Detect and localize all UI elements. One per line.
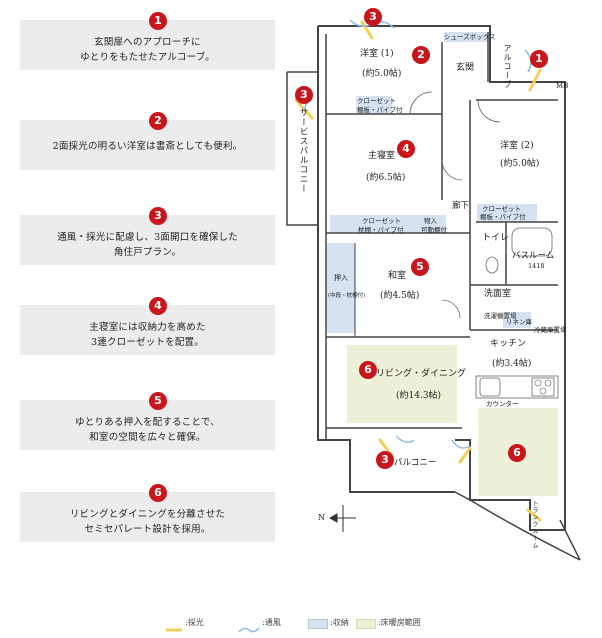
storage-area-closet1 [356,96,392,114]
shoebox-label: シューズボックス [444,33,496,41]
floor-heating-area-ld [347,345,457,423]
balcony-label: バルコニー [394,458,437,468]
toilet-label: トイレ [482,233,510,243]
legend-wind-label: :通風 [262,618,281,627]
kitchen-counter [475,375,559,399]
bath-label: バスルーム [512,251,555,261]
feature-number-badge: 6 [149,484,167,502]
storage-master-sub: 可動棚付 [421,226,447,234]
trunk-room-label: トランクルーム [531,500,538,549]
feature-number-badge: 5 [149,392,167,410]
room-kitchen-name: キッチン [490,339,527,349]
closet-w2-sub: 棚板・パイプ付 [480,213,526,221]
alcove-label: アルコーブ [503,44,512,89]
room-western2-name: 洋室 (2) [500,141,534,151]
feature-item-3: 3 通風・採光に配慮し、3面開口を確保した 角住戸プラン。 [20,207,275,265]
walls [286,25,566,531]
hallway-label: 廊下 [452,201,470,211]
marker-badge: 4 [397,140,415,158]
storage-area-oshiire [327,243,355,333]
oshiire-label: 押入 [334,274,348,282]
stove [531,377,555,397]
room-entrance: 玄関 [456,63,475,73]
feature-text: ゆとりある押入を配することで、 和室の空間を広々と確保。 [75,417,220,443]
marker-badge: 3 [295,86,313,104]
fridge-label: 冷蔵庫置場 [534,326,567,334]
room-japanese-name: 和室 [388,271,407,281]
feature-text: 通風・採光に配慮し、3面開口を確保した 角住戸プラン。 [57,232,238,258]
toilet-fixture [485,256,499,274]
bathtub [511,227,553,257]
marker-badge: 6 [359,361,377,379]
north-label: N [318,513,325,522]
storage-area-w2-closet [477,204,537,222]
marker-badge: 2 [412,46,430,64]
room-master-name: 主寝室 [368,151,396,161]
room-ld-name: リビング・ダイニング [376,369,467,379]
legend-floor-heating-swatch [356,619,376,629]
legend-floor-heating-label: :床暖房範囲 [378,618,421,627]
room-master-size: (約6.5帖) [366,173,406,183]
feature-text: リビングとダイニングを分離させた セミセパレート設計を採用。 [69,509,226,535]
legend-storage-label: :収納 [330,618,349,627]
marker-badge: 5 [411,258,429,276]
room-japanese-size: (約4.5帖) [380,291,420,301]
feature-number-badge: 4 [149,297,167,315]
service-balcony-label: サービスバルコニー [298,108,308,194]
balcony-edge [454,491,581,561]
feature-item-6: 6 リビングとダイニングを分離させた セミセパレート設計を採用。 [20,484,275,542]
closet1-sub: 棚板・パイプ付 [357,106,403,114]
storage-area-master-closet [330,215,430,233]
sink [479,377,501,397]
room-western2-size: (約5.0帖) [500,159,540,169]
marker-badge: 1 [530,50,548,68]
legend-storage-swatch [308,619,328,629]
storage-area-master-storage [420,215,446,233]
bath-size: 1418 [528,262,545,270]
feature-number-badge: 3 [149,207,167,225]
room-ld-size: (約14.3帖) [396,391,442,401]
legend-light-label: :採光 [185,618,204,627]
storage-area-linen [503,312,531,328]
north-arrow-icon [328,505,356,532]
laundry-label: 洗濯機置場 [484,312,517,320]
room-western1-size: (約5.0帖) [362,69,402,79]
closet-w2-label: クローゼット [482,205,521,213]
storage-area-shoebox [444,32,488,42]
feature-item-4: 4 主寝室には収納力を高めた 3連クローゼットを配置。 [20,297,275,355]
legend-light-swatch [165,619,183,632]
feature-number-badge: 1 [149,12,167,30]
marker-badge: 6 [508,444,526,462]
oshiire-sub: (中段・枕棚付) [328,293,366,299]
feature-text: 玄関扉へのアプローチに ゆとりをもたせたアルコーブ。 [80,37,215,63]
legend-wind-swatch [238,619,260,633]
closet-master-label: クローゼット [362,217,401,225]
feature-item-5: 5 ゆとりある押入を配することで、 和室の空間を広々と確保。 [20,392,275,450]
counter-label: カウンター [486,400,519,408]
washroom-label: 洗面室 [484,289,512,299]
feature-number-badge: 2 [149,112,167,130]
room-western1-name: 洋室 (1) [360,49,394,59]
storage-master-label: 物入 [424,217,437,225]
marker-badge: 3 [376,451,394,469]
feature-item-2: 2 2面採光の明るい洋室は書斎としても便利。 [20,112,275,170]
feature-text: 主寝室には収納力を高めた 3連クローゼットを配置。 [89,322,206,348]
mb-label: MB [556,82,569,90]
door-swings [409,91,501,319]
closet-master-sub: 枕棚・パイプ付 [358,226,404,234]
room-kitchen-size: (約3.4帖) [492,359,532,369]
linen-closet-label: リネン庫 [506,318,532,326]
marker-badge: 3 [364,8,382,26]
closet1-label: クローゼット [357,97,396,105]
feature-item-1: 1 玄関扉へのアプローチに ゆとりをもたせたアルコーブ。 [20,12,275,70]
feature-text: 2面採光の明るい洋室は書斎としても便利。 [52,141,243,152]
